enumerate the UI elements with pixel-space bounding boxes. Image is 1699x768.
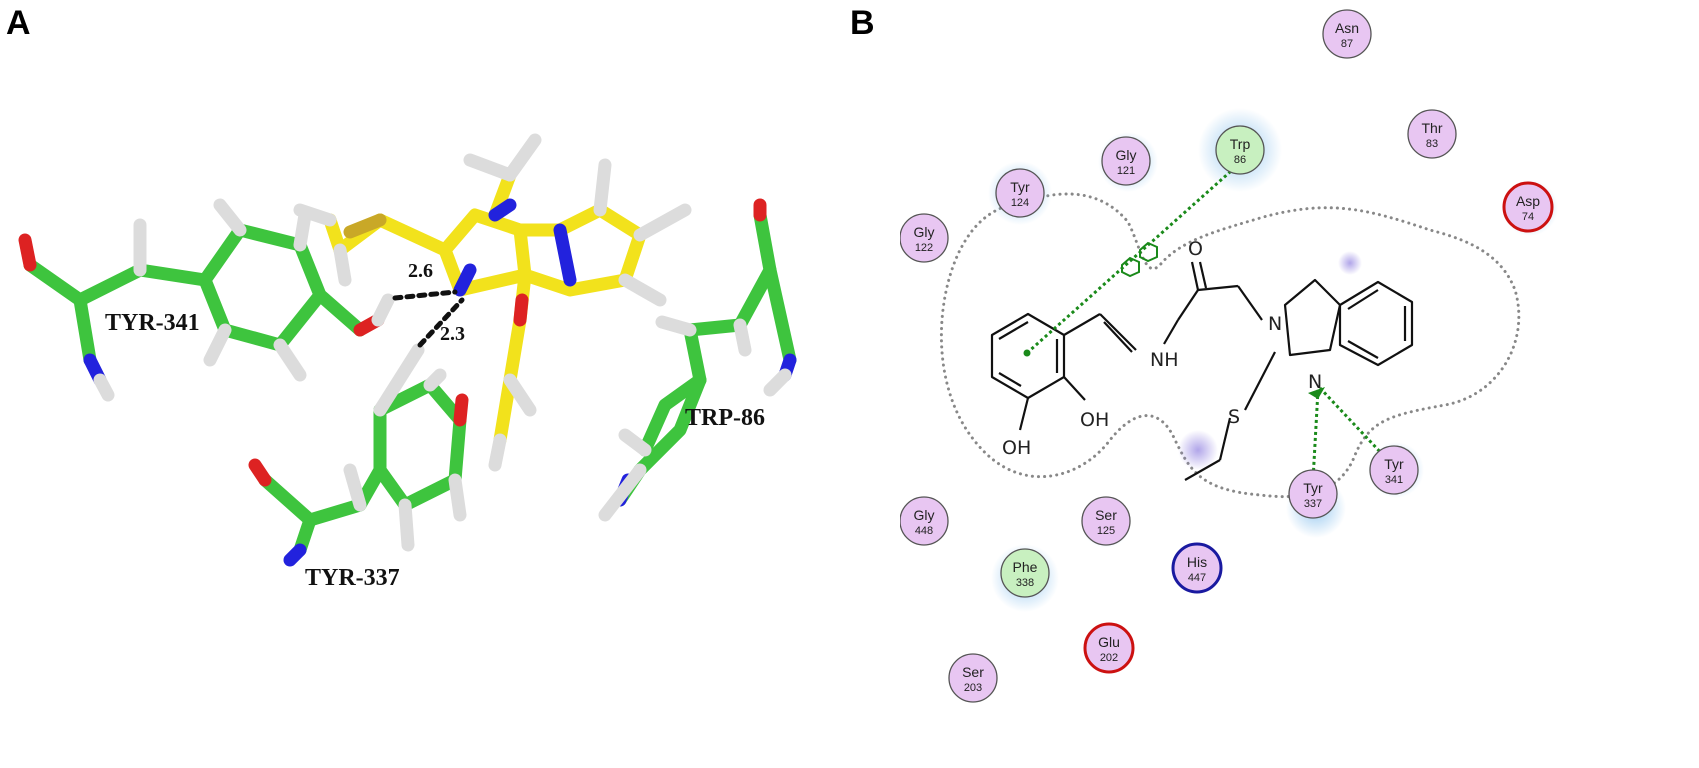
label-tyr341: TYR-341 [105,310,200,336]
residue-number: 74 [1522,211,1534,223]
label-tyr337: TYR-337 [305,565,400,591]
panel-b-letter: B [850,4,875,42]
ligand-skeleton [990,261,1414,481]
stick-model-3d: TYR-341 TYR-337 TRP-86 2.6 2.3 [18,133,797,591]
ligand-nitrogen-3 [553,223,577,287]
residue-name: Gly [914,507,935,523]
panel-a: A [6,4,797,591]
tyr337-sticks [258,378,467,557]
residue-number: 338 [1016,577,1034,589]
residue-number: 86 [1234,154,1246,166]
residue-name: Glu [1098,634,1120,650]
atom-oh-2: OH [1080,409,1109,431]
residue-circle [1081,496,1131,546]
atom-n3: N [1308,371,1322,393]
residue-name: Thr [1422,120,1443,136]
residue-name: His [1187,554,1207,570]
ligand-nitrogen-2 [488,198,517,222]
atom-nh: NH [1150,349,1179,371]
residue-number: 83 [1426,138,1438,150]
ligand-nitrogen-1 [453,263,477,297]
arene-h-arrow-icon [1308,387,1325,399]
residue-circle [899,496,949,546]
residue-tyr-341: Tyr 341 [1369,445,1419,495]
residue-circle [948,653,998,703]
residue-circle [1171,542,1223,594]
atom-n1: N [1268,313,1282,335]
residue-number: 87 [1341,38,1353,50]
residue-name: Trp [1230,136,1251,152]
residue-number: 448 [915,525,933,537]
residue-name: Tyr [1384,456,1404,472]
ligand-sulfur [343,213,387,239]
residue-asp-74: Asp 74 [1502,181,1554,233]
residue-circle [1083,622,1135,674]
residue-name: Tyr [1010,179,1030,195]
residue-trp-86: Trp 86 [1215,125,1265,175]
interaction-diagram-2d: O N NH N S N OH OH Asn87Thr83Asp74Gly121… [899,9,1558,703]
distance-label-1: 2.6 [408,260,433,282]
residue-number: 341 [1385,474,1403,486]
residue-his-447: His 447 [1171,542,1223,594]
trp86-sticks [613,208,797,507]
residue-circle [995,168,1045,218]
residue-circle [1407,109,1457,159]
residue-ser-125: Ser 125 [1081,496,1131,546]
residue-number: 122 [915,242,933,254]
residue-name: Asp [1516,193,1540,209]
residue-number: 447 [1188,572,1206,584]
residue-number: 124 [1011,197,1029,209]
residue-name: Ser [962,664,984,680]
residue-number: 203 [964,682,982,694]
residue-number: 121 [1117,165,1135,177]
residue-ser-203: Ser 203 [948,653,998,703]
residue-nodes: Asn87Thr83Asp74Gly121Trp86Tyr124Gly122Gl… [899,9,1554,703]
residue-number: 202 [1100,652,1118,664]
atom-oh-1: OH [1002,437,1031,459]
pocket-outline [939,192,1521,499]
residue-circle [1288,469,1338,519]
residue-number: 125 [1097,525,1115,537]
residue-circle [1101,136,1151,186]
residue-tyr-337: Tyr 337 [1288,469,1338,519]
residue-circle [1369,445,1419,495]
residue-gly-122: Gly 122 [899,213,949,263]
tyr341-sticks [23,223,367,367]
residue-thr-83: Thr 83 [1407,109,1457,159]
residue-gly-448: Gly 448 [899,496,949,546]
residue-asn-87: Asn 87 [1322,9,1372,59]
residue-name: Gly [1116,147,1137,163]
residue-name: Gly [914,224,935,240]
ligand-oxygen [513,293,529,327]
residue-glu-202: Glu 202 [1083,622,1135,674]
residue-circle [1000,548,1050,598]
tyr341-oxygen [18,233,37,272]
label-trp86: TRP-86 [685,405,765,431]
residue-name: Tyr [1303,480,1323,496]
residue-name: Ser [1095,507,1117,523]
residue-gly-121: Gly 121 [1101,136,1151,186]
panel-b: B [850,0,1699,763]
residue-circle [1502,181,1554,233]
residue-circle [1215,125,1265,175]
residue-tyr-124: Tyr 124 [995,168,1045,218]
panel-a-letter: A [6,4,31,42]
atom-o-carbonyl: O [1188,238,1203,260]
hbond-tyr341 [392,289,458,301]
residue-circle [1322,9,1372,59]
residue-circle [899,213,949,263]
residue-name: Asn [1335,20,1359,36]
atom-s: S [1228,406,1240,428]
residue-number: 337 [1304,498,1322,510]
pi-stack-icon [1121,241,1158,278]
residue-phe-338: Phe 338 [1000,548,1050,598]
hbond-tyr337 [417,297,465,348]
residue-name: Phe [1013,559,1038,575]
distance-label-2: 2.3 [440,323,465,345]
